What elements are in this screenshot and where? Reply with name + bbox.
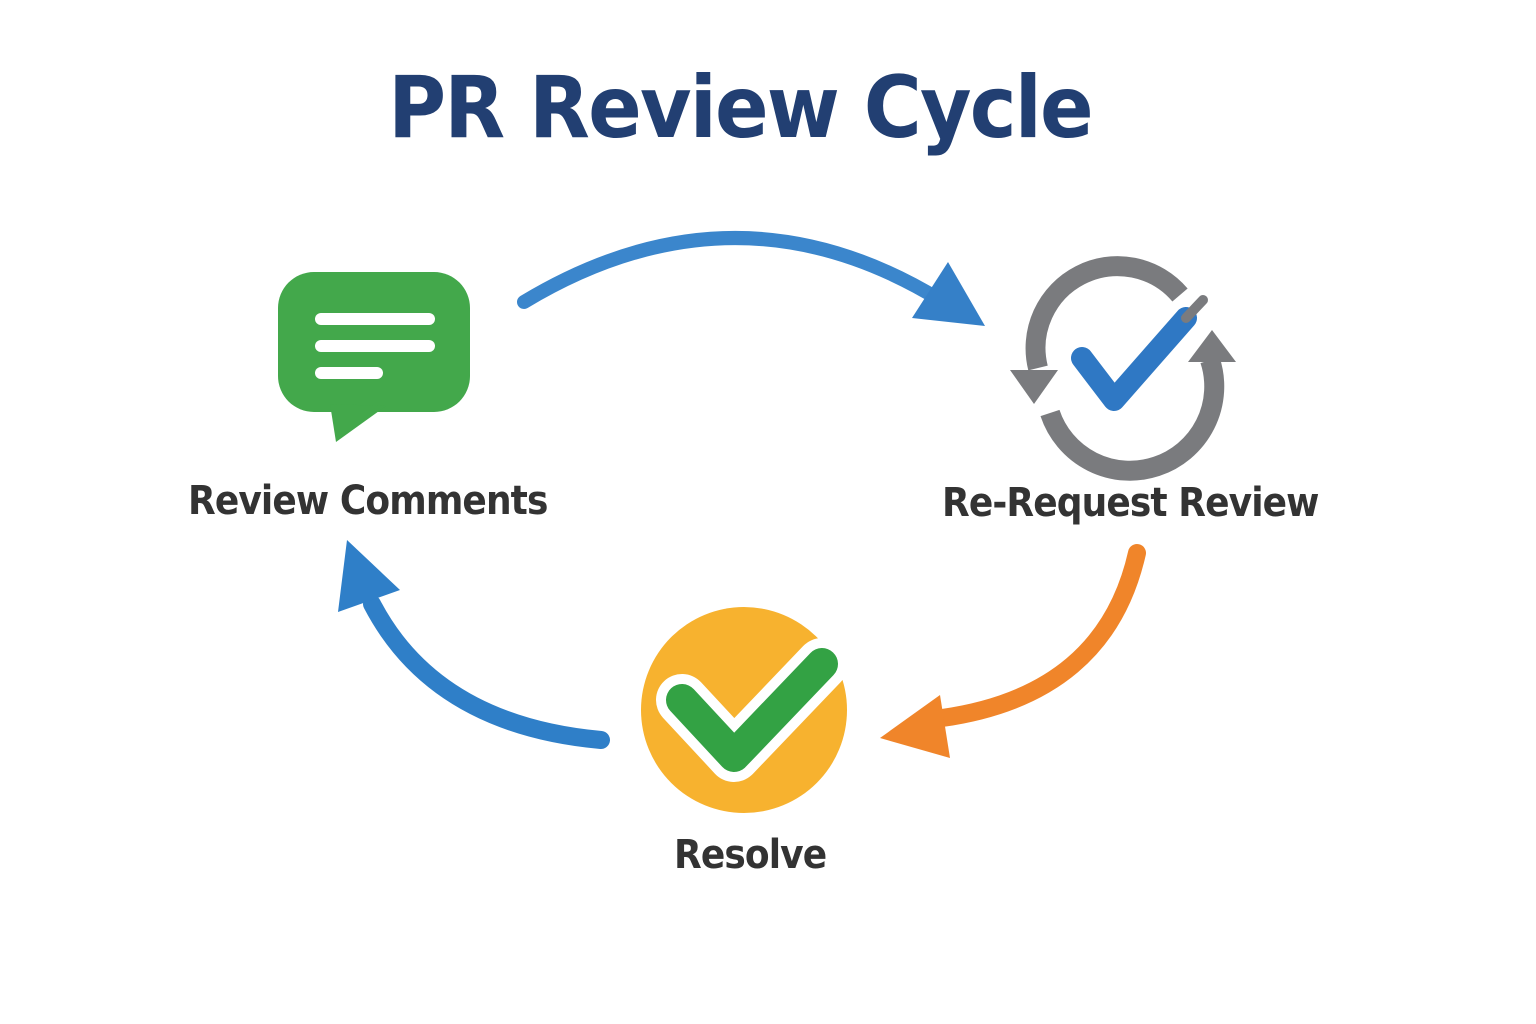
arrow-head	[912, 262, 985, 326]
page-title: PR Review Cycle	[388, 58, 1094, 158]
node-label-re-request-review: Re-Request Review	[942, 480, 1319, 526]
node-label-resolve: Resolve	[674, 832, 827, 878]
arrow-shaft	[517, 231, 947, 309]
arrow-shaft	[933, 544, 1146, 727]
arrow-head	[880, 695, 950, 758]
arrow-comments-to-rerequest	[517, 231, 985, 326]
arrow-rerequest-to-resolve	[880, 544, 1146, 758]
arrow-head	[338, 540, 400, 612]
node-label-review-comments: Review Comments	[188, 478, 548, 524]
refresh-check-icon	[1010, 256, 1236, 481]
chat-bubble-icon	[278, 272, 470, 442]
arrow-resolve-to-comments	[338, 540, 610, 749]
check-circle-icon	[641, 607, 848, 813]
arrow-shaft	[363, 595, 610, 749]
